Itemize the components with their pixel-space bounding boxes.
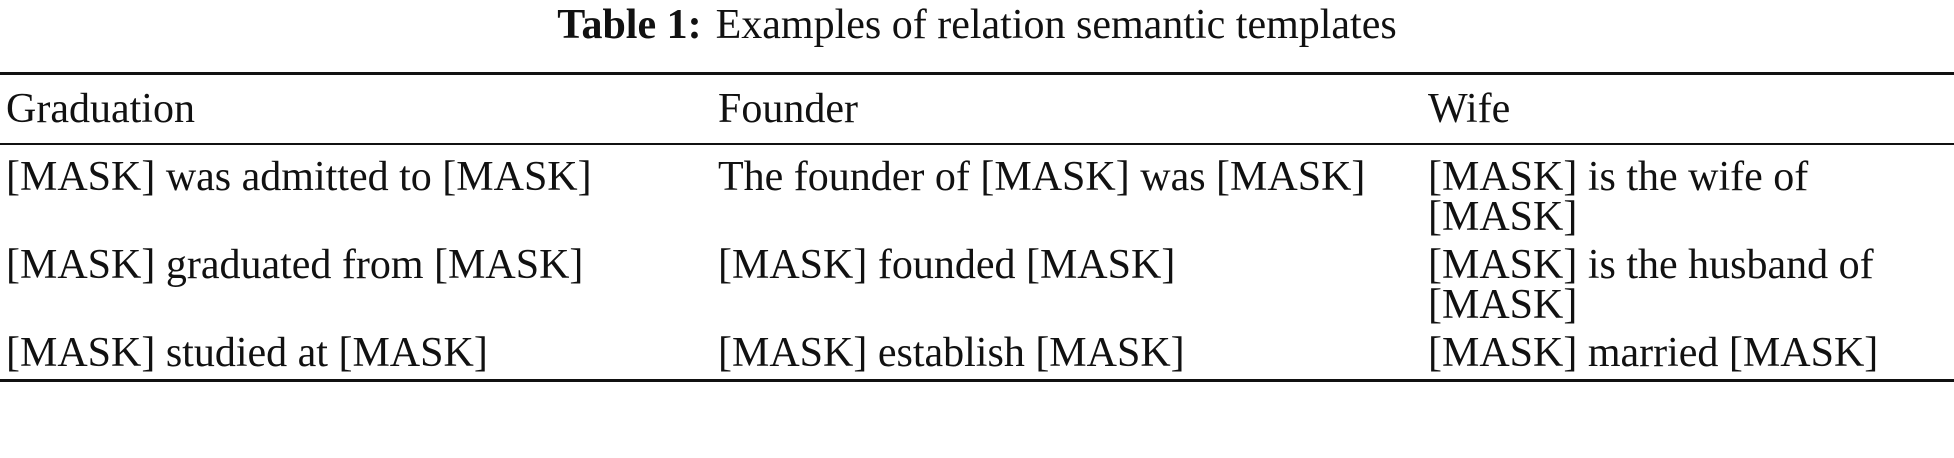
caption-label: Table 1: bbox=[557, 2, 702, 48]
table-cell: [MASK] married [MASK] bbox=[1428, 330, 1879, 376]
table-cell: [MASK] establish [MASK] bbox=[718, 330, 1185, 376]
header-row: Graduation Founder Wife bbox=[0, 73, 1954, 144]
table-cell: The founder of [MASK] was [MASK] bbox=[718, 154, 1366, 200]
table-cell: [MASK] is the wife of [MASK] bbox=[1428, 154, 1809, 240]
table-cell: [MASK] was admitted to [MASK] bbox=[6, 154, 592, 200]
table-cell: [MASK] is the husband of [MASK] bbox=[1428, 242, 1874, 328]
header-wife: Wife bbox=[1428, 86, 1511, 132]
table-row: [MASK] graduated from [MASK] [MASK] foun… bbox=[0, 241, 1954, 329]
table-cell: [MASK] founded [MASK] bbox=[718, 242, 1176, 288]
table-cell: [MASK] graduated from [MASK] bbox=[6, 242, 584, 288]
table-row: [MASK] studied at [MASK] [MASK] establis… bbox=[0, 329, 1954, 381]
relation-templates-table: Graduation Founder Wife [MASK] was admit… bbox=[0, 72, 1954, 382]
header-graduation: Graduation bbox=[6, 86, 195, 132]
table-row: [MASK] was admitted to [MASK] The founde… bbox=[0, 144, 1954, 241]
header-founder: Founder bbox=[718, 86, 858, 132]
caption-text: Examples of relation semantic templates bbox=[715, 2, 1397, 48]
table-caption: Table 1: Examples of relation semantic te… bbox=[0, 0, 1954, 50]
table-cell: [MASK] studied at [MASK] bbox=[6, 330, 488, 376]
